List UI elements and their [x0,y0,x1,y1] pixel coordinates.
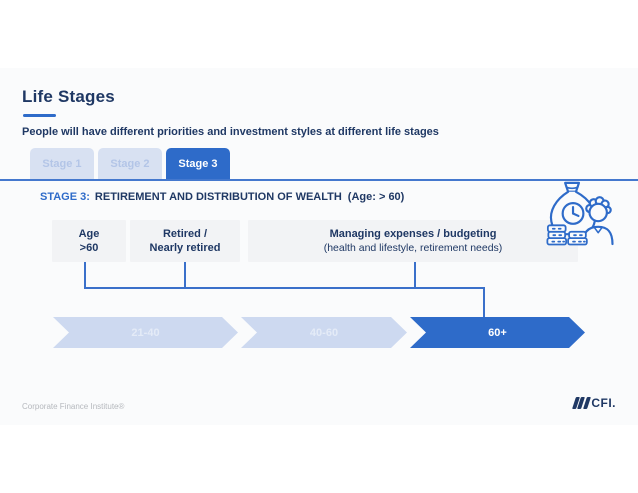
timeline-segment-60-plus: 60+ [410,317,585,348]
stage-tabs: Stage 1 Stage 2 Stage 3 [30,148,230,179]
info-box-line: Managing expenses / budgeting [329,228,497,240]
info-box-line: Age [78,228,100,240]
age-timeline: 21-40 40-60 60+ [53,317,585,348]
cfi-logo: CFI. [571,396,616,410]
info-box-line: (health and lifestyle, retirement needs) [323,242,503,254]
timeline-segment-21-40: 21-40 [53,317,238,348]
info-box-line: Retired / [162,228,207,240]
stage-heading-text: RETIREMENT AND DISTRIBUTION OF WEALTH [94,191,342,203]
connector-line [414,262,416,288]
divider-line [0,179,638,181]
tab-stage-3[interactable]: Stage 3 [166,148,230,179]
stage-heading-age: (Age: > 60) [347,191,405,203]
page-title: Life Stages [22,87,115,106]
connector-line [84,262,86,288]
footer-copyright: Corporate Finance Institute® [22,402,125,411]
info-box-priorities: Managing expenses / budgeting (health an… [248,220,578,262]
info-box-status: Retired / Nearly retired [130,220,240,262]
tab-stage-1[interactable]: Stage 1 [30,148,94,179]
timeline-segment-40-60: 40-60 [241,317,407,348]
connector-line [483,287,485,318]
retirement-wealth-icon [546,181,614,246]
connector-line [84,287,485,289]
info-box-line: Nearly retired [149,242,221,254]
stage-heading: STAGE 3: RETIREMENT AND DISTRIBUTION OF W… [40,191,404,203]
stage-heading-prefix: STAGE 3: [40,191,90,203]
connector-line [184,262,186,288]
slide-subtitle: People will have different priorities an… [22,126,439,138]
tab-stage-2[interactable]: Stage 2 [98,148,162,179]
cfi-logo-slashes-icon [571,397,591,409]
info-box-line: >60 [79,242,99,254]
life-stages-slide: Life Stages People will have different p… [0,68,638,425]
info-box-age: Age >60 [52,220,126,262]
title-underline [23,114,56,117]
cfi-logo-text: CFI. [591,396,616,410]
